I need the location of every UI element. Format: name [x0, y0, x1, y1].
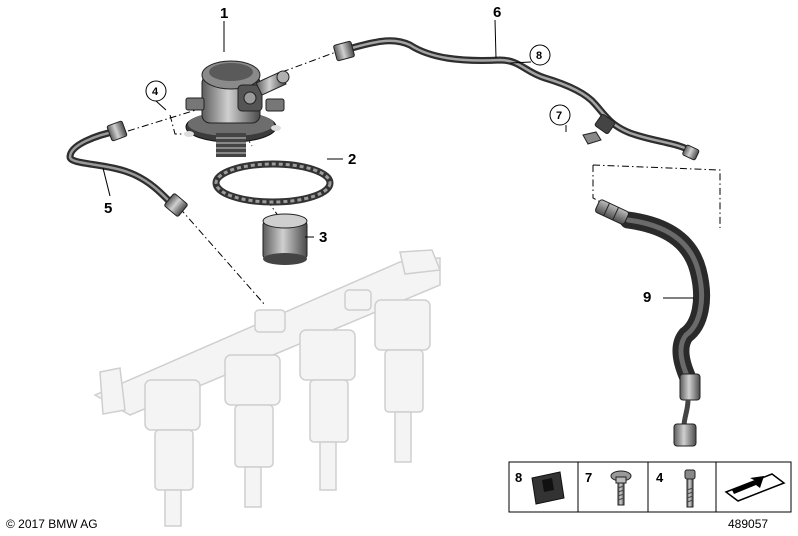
diagram-number: 489057 [728, 517, 769, 531]
callout-3: 3 [319, 229, 327, 246]
hex-flange-bolt-icon [610, 470, 632, 506]
callout-7: 7 [556, 110, 562, 122]
callout-8: 8 [536, 50, 542, 62]
line-clip [594, 113, 616, 135]
legend-number-7: 7 [585, 470, 592, 485]
injector-2 [224, 354, 281, 508]
rubber-grommet-icon [531, 471, 565, 505]
union-nut-upper [106, 120, 128, 142]
callout-2: 2 [348, 151, 356, 168]
legend-number-4: 4 [656, 470, 664, 485]
callout-8-circle [529, 44, 551, 66]
injector-4 [374, 299, 431, 463]
fuel-line-part-5 [66, 120, 188, 217]
fuel-rail-ghost [93, 249, 442, 527]
injector-3 [299, 329, 356, 491]
copyright-notice: © 2017 BMW AG [6, 517, 98, 531]
roller-tappet-part-3 [262, 213, 308, 265]
socket-head-bolt-icon [684, 469, 696, 508]
callout-5: 5 [104, 200, 112, 217]
callout-4: 4 [152, 86, 159, 98]
arrow-plate-icon [724, 473, 786, 502]
callout-4-circle [145, 80, 167, 102]
callout-9: 9 [643, 289, 651, 306]
callout-1: 1 [220, 5, 228, 22]
fuel-feed-line-part-9 [595, 199, 711, 447]
callout-7-circle [549, 104, 571, 126]
injector-1 [144, 379, 201, 527]
ring-part-2 [212, 160, 334, 206]
callout-labels: 1 6 2 3 5 9 4 8 7 [104, 4, 651, 306]
legend-number-8: 8 [515, 470, 522, 485]
callout-leaders [102, 19, 694, 299]
callout-6: 6 [493, 4, 501, 21]
quick-connector-upper [595, 199, 629, 225]
union-nut-pump-side [333, 40, 355, 62]
union-nut-lower [164, 193, 188, 217]
parts-legend: 8 7 4 [508, 461, 792, 513]
fuel-line-part-6 [333, 37, 700, 161]
high-pressure-pump-part-1 [184, 60, 290, 157]
